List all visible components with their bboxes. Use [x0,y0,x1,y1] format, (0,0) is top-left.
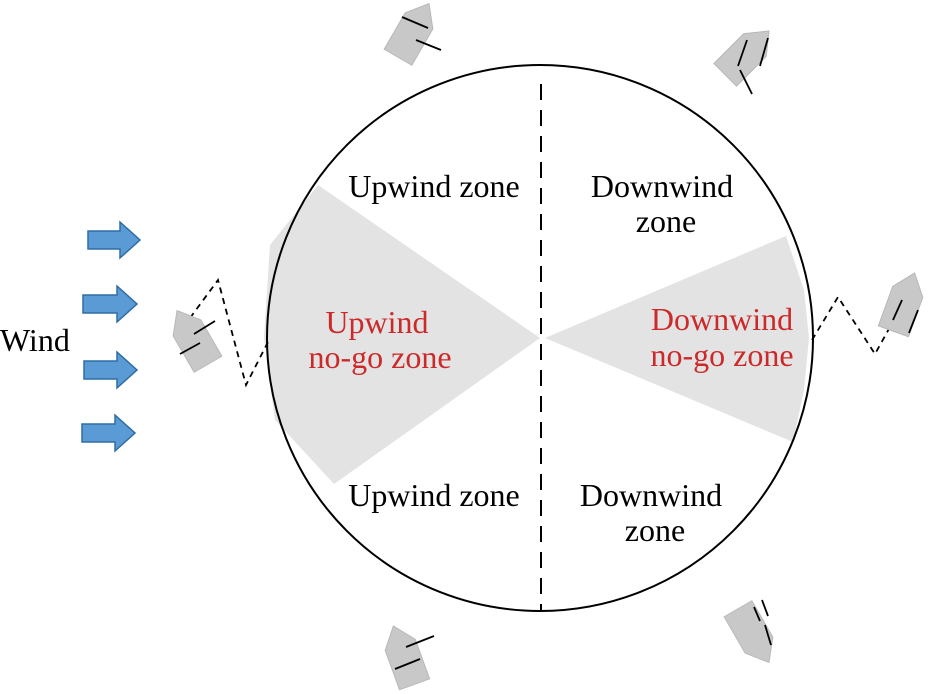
downwind-zone-bottom-label-line2: zone [625,512,685,548]
boat-icon [713,30,770,87]
boat-icon [877,272,924,338]
upwind-zone-top-label: Upwind zone [348,168,520,204]
boat-icon [384,625,431,691]
upwind-no-go-label-line1: Upwind [325,304,428,340]
sail-marks [179,16,919,670]
wind-arrows [81,220,142,453]
wind-arrow-icon [82,284,139,324]
wind-label: Wind [0,322,70,358]
wind-arrow-icon [83,350,139,390]
downwind-zone-top-label-line1: Downwind [591,168,733,204]
wind-arrow-icon [87,220,142,260]
upwind-no-go-sector [264,185,540,484]
upwind-tack-path [189,277,271,388]
wind-arrow-icon [81,413,137,453]
downwind-gybe-path [811,295,906,356]
downwind-no-go-label-line1: Downwind [651,301,793,337]
upwind-zone-bottom-label: Upwind zone [348,477,520,513]
boat-icon [172,309,223,373]
downwind-zone-top-label-line2: zone [636,203,696,239]
downwind-no-go-sector [545,236,809,442]
boat-icon [383,2,434,66]
upwind-no-go-label-line2: no-go zone [308,339,451,375]
downwind-zone-bottom-label-line1: Downwind [580,477,722,513]
boat-icon [723,600,774,664]
downwind-no-go-label-line2: no-go zone [650,337,793,373]
